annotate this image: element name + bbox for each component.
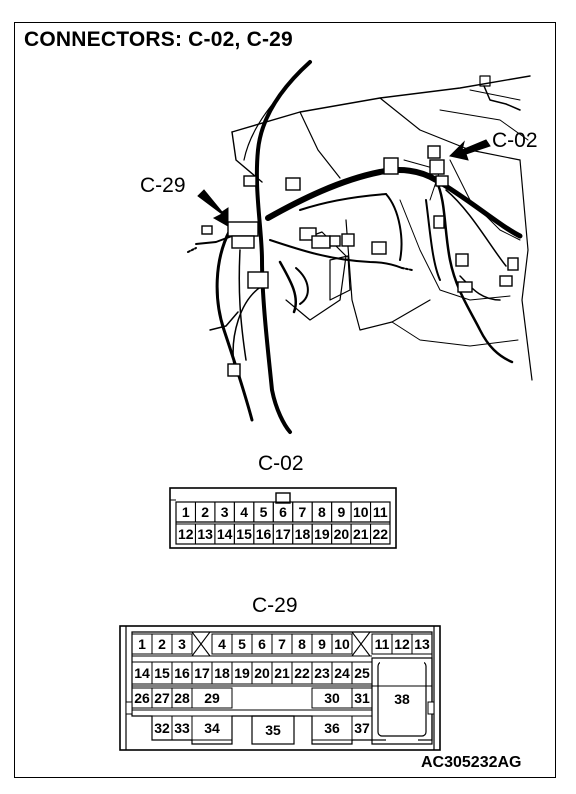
c29-pin-34-cell [191,715,233,741]
c02-pin-20: 20 [334,526,350,542]
c29-pin-5: 5 [238,636,246,652]
c29-pin-27: 27 [154,690,170,706]
c29-pin-22: 22 [294,665,310,681]
c02-pin-15: 15 [236,526,252,542]
c02-pin-21: 21 [353,526,369,542]
c29-pin-9: 9 [318,636,326,652]
c02-pin-22: 22 [372,526,388,542]
c02-pin-6: 6 [279,504,287,520]
c29-pin-14: 14 [134,665,150,681]
c02-pin-11: 11 [373,504,388,520]
c29-pin-34: 34 [204,720,220,736]
c29-pin-37-cell [351,715,373,741]
c02-pin-9: 9 [337,504,345,520]
c02-pin-3: 3 [221,504,229,520]
c29-pin-2: 2 [158,636,166,652]
c02-pin-5: 5 [260,504,268,520]
c29-pin-11: 11 [375,636,390,652]
c29-pin-31: 31 [354,690,370,706]
c29-pin-29: 29 [204,690,220,706]
c29-pin-1: 1 [138,636,146,652]
c29-pin-31-cell [351,687,373,709]
c29-pin-26: 26 [134,690,150,706]
c02-label: C-02 [258,452,304,475]
c29-pin-33: 33 [174,720,190,736]
c29-pin-13: 13 [414,636,430,652]
c29-pin-37: 37 [354,720,370,736]
figure-frame [14,22,556,778]
c29-pin-3: 3 [178,636,186,652]
c02-pin-11-cell [370,501,391,523]
c29-pin-36: 36 [324,720,340,736]
c02-pin-2: 2 [201,504,209,520]
c29-pin-25: 25 [354,665,370,681]
c29-arrow [197,189,229,227]
c29-pin-15: 15 [154,665,170,681]
c29-pin-3-cell [171,633,193,655]
c29-pin-17: 17 [194,665,210,681]
c29-pin-21: 21 [274,665,290,681]
c02-pin-10: 10 [353,504,369,520]
c29-pin-13-cell [411,633,433,655]
c29-pin-10-cell [331,633,353,655]
figure-id: AC305232AG [421,754,522,771]
c29-pin-29-cell [191,687,233,709]
c02-arrow [449,139,491,161]
c02-pin-18: 18 [295,526,311,542]
c02-pin-7: 7 [299,504,307,520]
c29-pin-24: 24 [334,665,350,681]
c29-pin-10: 10 [334,636,350,652]
c02-pin-4: 4 [240,504,248,520]
c29-pin-18: 18 [214,665,230,681]
c02-pin-8: 8 [318,504,326,520]
c29-pin-16: 16 [174,665,190,681]
c29-pin-23: 23 [314,665,330,681]
c29-pin-8: 8 [298,636,306,652]
c29-pin-12: 12 [394,636,410,652]
c29-pin-25-cell [351,661,373,685]
callout-c02: C-02 [492,129,538,152]
c02-pin-17: 17 [275,526,291,542]
c29-pin-38: 38 [394,691,410,707]
c02-pin-13: 13 [197,526,213,542]
c02-pin-16: 16 [256,526,272,542]
c02-pin-14: 14 [217,526,233,542]
c29-pin-20: 20 [254,665,270,681]
c29-pin-35: 35 [265,722,281,738]
c02-pin-12: 12 [178,526,194,542]
c29-label: C-29 [252,594,298,617]
c29-pin-19: 19 [234,665,250,681]
c29-pin-30: 30 [324,690,340,706]
c29-pin-32: 32 [154,720,170,736]
c02-pin-22-cell [370,523,391,545]
figure-title: CONNECTORS: C-02, C-29 [24,28,293,51]
callout-c29: C-29 [140,174,186,197]
c02-pin-1: 1 [182,504,190,520]
c29-pin-4: 4 [218,636,226,652]
c29-pin-6: 6 [258,636,266,652]
c02-pin-19: 19 [314,526,330,542]
c29-pin-7: 7 [278,636,286,652]
c29-pin-28: 28 [174,690,190,706]
